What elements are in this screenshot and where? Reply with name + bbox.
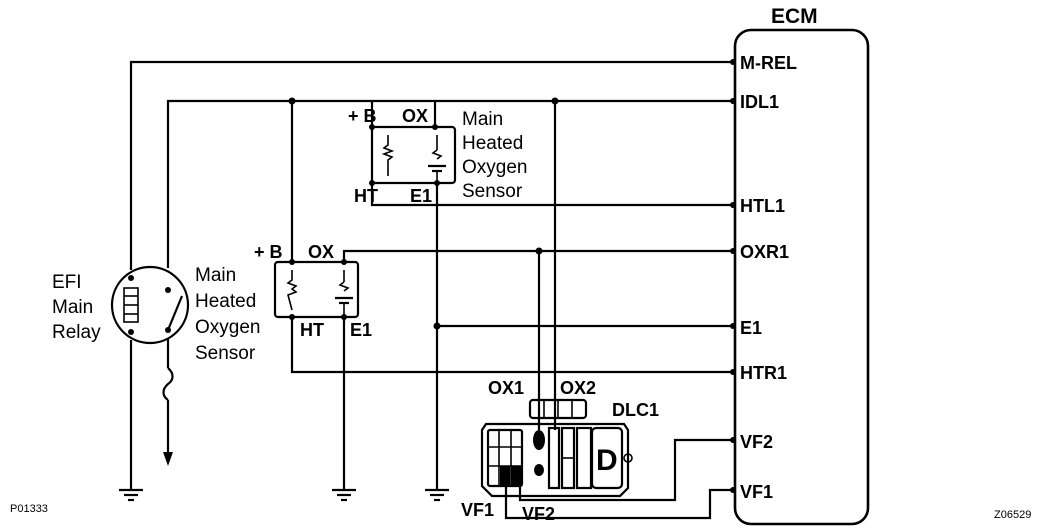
- dlc-ox1-label: OX1: [488, 378, 524, 398]
- relay-label-line2: Main: [52, 297, 93, 318]
- efi-main-relay: EFI Main Relay: [52, 265, 190, 345]
- sensor1-label-line2: Heated: [462, 133, 523, 154]
- ecm-pin-vf1: VF1: [740, 482, 773, 502]
- ground-symbols: [119, 488, 449, 502]
- dlc1-connector: D DLC1 OX1 OX2 VF1 VF2: [461, 378, 659, 524]
- dlc-vf2-label: VF2: [522, 504, 555, 524]
- ecm-pin-m-rel: M-REL: [740, 53, 797, 73]
- junctions: [288, 59, 736, 493]
- ecm-box: ECM M-REL IDL1 HTL1 OXR1 E1 HTR1 VF2 VF1: [733, 5, 870, 526]
- relay-label-line1: EFI: [52, 272, 82, 293]
- sensor2-label-line1: Main: [195, 265, 236, 286]
- sensor1-label-line3: Oxygen: [462, 157, 527, 178]
- ecm-pin-htr1: HTR1: [740, 363, 787, 383]
- oxygen-sensor-2: + B OX HT E1 Main Heated Oxygen Sensor: [195, 242, 372, 364]
- sensor2-label-line3: Oxygen: [195, 317, 260, 338]
- dlc-d-glyph: D: [596, 444, 618, 477]
- sensor1-label-line1: Main: [462, 109, 503, 130]
- sensor2-label-line4: Sensor: [195, 343, 256, 364]
- dlc-ox2-label: OX2: [560, 378, 596, 398]
- ecm-pin-htl1: HTL1: [740, 196, 785, 216]
- sensor2-ht: HT: [300, 320, 324, 340]
- ecm-pin-idl1: IDL1: [740, 92, 779, 112]
- sensor1-ox: OX: [402, 106, 428, 126]
- dlc-title: DLC1: [612, 400, 659, 420]
- sensor2-ox: OX: [308, 242, 334, 262]
- sensor2-label-line2: Heated: [195, 291, 256, 312]
- sensor1-label-line4: Sensor: [462, 181, 523, 202]
- sensor2-e1: E1: [350, 320, 372, 340]
- ecm-pin-e1: E1: [740, 318, 762, 338]
- relay-label-line3: Relay: [52, 322, 101, 343]
- sensor2-plus-b: + B: [254, 242, 283, 262]
- figure-code-left: P01333: [10, 503, 48, 515]
- dlc-vf1-label: VF1: [461, 500, 494, 520]
- wires: [129, 60, 733, 520]
- sensor1-ht: HT: [354, 186, 378, 206]
- ecm-title: ECM: [771, 5, 818, 28]
- sensor1-e1: E1: [410, 186, 432, 206]
- ecm-pin-vf2: VF2: [740, 432, 773, 452]
- sensor1-plus-b: + B: [348, 106, 377, 126]
- oxygen-sensor-1: + B OX HT E1 Main Heated Oxygen Sensor: [348, 106, 527, 206]
- figure-code-right: Z06529: [994, 509, 1031, 521]
- ecm-pin-oxr1: OXR1: [740, 242, 789, 262]
